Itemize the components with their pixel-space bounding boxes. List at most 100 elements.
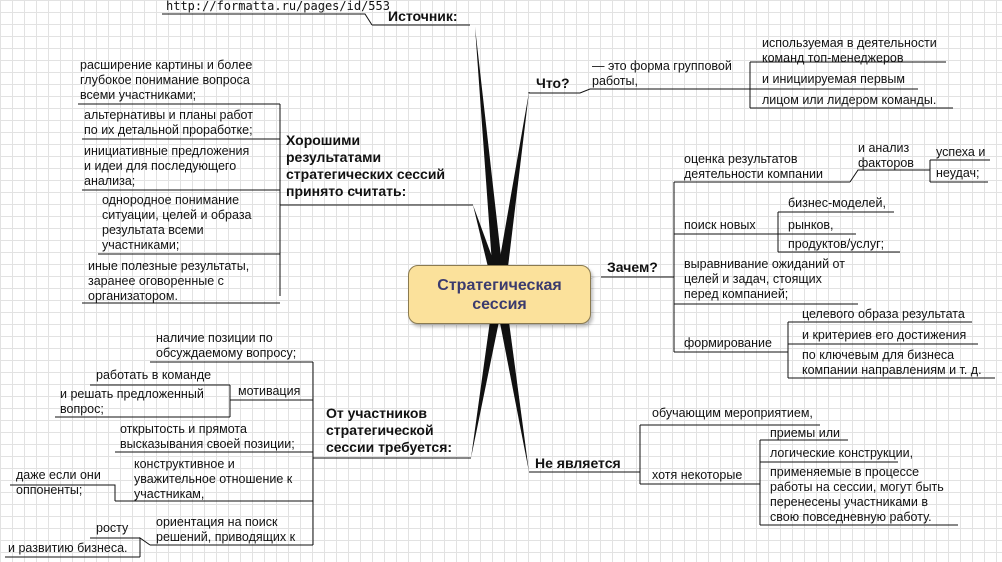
- text-line: и идеи для последующего: [84, 159, 237, 173]
- text-line: результатами: [286, 149, 382, 165]
- text-line: открытость и прямота: [120, 422, 247, 436]
- text-line: сессии требуется:: [326, 439, 453, 455]
- text-line: факторов: [858, 156, 914, 170]
- what-definition[interactable]: — это форма групповой работы,: [592, 59, 732, 89]
- connector-paths: [5, 13, 995, 558]
- not-some-techniques[interactable]: приемы или: [770, 426, 840, 440]
- text-line: по ключевым для бизнеса: [802, 348, 955, 362]
- why-search[interactable]: поиск новых: [684, 218, 756, 232]
- text-line: всеми участниками;: [80, 88, 197, 102]
- text-line: ориентация на поиск: [156, 515, 278, 529]
- text-line: оппоненты;: [16, 483, 83, 497]
- text-line: компании направлениям и т. д.: [802, 363, 982, 377]
- motivation-teamwork[interactable]: работать в команде: [96, 368, 212, 382]
- text-line: стратегической: [326, 422, 434, 438]
- participants-title[interactable]: От участников стратегической сессии треб…: [326, 405, 452, 456]
- text-line: альтернативы и планы работ: [84, 108, 253, 122]
- text-line: конструктивное и: [134, 457, 235, 471]
- main-branches: [471, 27, 599, 472]
- text-line: организатором.: [88, 289, 178, 303]
- results-title[interactable]: Хорошими результатами стратегических сес…: [286, 132, 445, 200]
- not-some-applied[interactable]: применяемые в процессе работы на сессии,…: [770, 465, 944, 525]
- text-line: перед компанией;: [684, 287, 789, 301]
- orientation-growth[interactable]: росту: [96, 521, 129, 535]
- text-line: участникам,: [134, 487, 205, 501]
- participants-orientation[interactable]: ориентация на поиск решений, приводящих …: [156, 515, 295, 545]
- text-line: по их детальной проработке;: [84, 123, 253, 137]
- text-line: и решать предложенный: [60, 387, 204, 401]
- why-forming[interactable]: формирование: [684, 336, 772, 350]
- why-search-business-models[interactable]: бизнес-моделей,: [788, 196, 886, 210]
- text-line: перенесены участниками в: [770, 495, 929, 509]
- why-forming-target-image[interactable]: целевого образа результата: [802, 307, 965, 321]
- central-topic[interactable]: Стратегическая сессия: [408, 265, 591, 324]
- text-line: работы на сессии, могут быть: [770, 480, 944, 494]
- text-line: ситуации, целей и образа: [102, 208, 252, 222]
- what-item-initiated[interactable]: и инициируемая первым: [762, 72, 905, 86]
- results-item-understanding[interactable]: расширение картины и более глубокое пони…: [80, 58, 252, 103]
- why-alignment[interactable]: выравнивание ожиданий от целей и задач, …: [684, 257, 845, 302]
- text-line: целей и задач, стоящих: [684, 272, 822, 286]
- text-line: глубокое понимание вопроса: [80, 73, 250, 87]
- what-item-leader[interactable]: лицом или лидером команды.: [762, 93, 937, 107]
- text-line: команд топ-менеджеров: [762, 51, 904, 65]
- not-training[interactable]: обучающим мероприятием,: [652, 406, 813, 420]
- central-topic-line: сессия: [472, 295, 527, 313]
- participants-respect[interactable]: конструктивное и уважительное отношение …: [134, 457, 292, 502]
- why-forming-directions[interactable]: по ключевым для бизнеса компании направл…: [802, 348, 982, 378]
- results-item-other[interactable]: иные полезные результаты, заранее оговор…: [88, 259, 249, 304]
- respect-opponents[interactable]: даже если они оппоненты;: [16, 468, 101, 498]
- source-title[interactable]: Источник:: [388, 8, 458, 24]
- why-evaluation[interactable]: оценка результатов деятельности компании: [684, 152, 823, 182]
- text-line: принято считать:: [286, 183, 407, 199]
- central-topic-line: Стратегическая: [437, 276, 562, 294]
- text-line: обсуждаемому вопросу;: [156, 346, 297, 360]
- text-line: От участников: [326, 405, 428, 421]
- text-line: выравнивание ожиданий от: [684, 257, 845, 271]
- not-some[interactable]: хотя некоторые: [652, 468, 743, 482]
- participants-openness[interactable]: открытость и прямота высказывания своей …: [120, 422, 295, 452]
- not-title[interactable]: Не является: [535, 455, 621, 471]
- text-line: деятельности компании: [684, 167, 823, 181]
- text-line: даже если они: [16, 468, 101, 482]
- why-title[interactable]: Зачем?: [607, 259, 658, 275]
- text-line: и анализ: [858, 141, 910, 155]
- why-search-markets[interactable]: рынков,: [788, 218, 834, 232]
- why-factor-failure[interactable]: неудач;: [936, 166, 980, 180]
- text-line: наличие позиции по: [156, 331, 273, 345]
- participants-position[interactable]: наличие позиции по обсуждаемому вопросу;: [156, 331, 296, 361]
- results-item-alternatives[interactable]: альтернативы и планы работ по их детальн…: [84, 108, 253, 138]
- text-line: свою повседневную работу.: [770, 510, 932, 524]
- why-analysis[interactable]: и анализ факторов: [858, 141, 914, 171]
- text-line: анализа;: [84, 174, 136, 188]
- orientation-business-development[interactable]: и развитию бизнеса.: [8, 541, 128, 555]
- text-line: работы,: [592, 74, 638, 88]
- text-line: высказывания своей позиции;: [120, 437, 295, 451]
- why-forming-criteria[interactable]: и критериев его достижения: [802, 328, 967, 342]
- source-url-link[interactable]: http://formatta.ru/pages/id/553: [166, 0, 390, 13]
- text-line: Хорошими: [286, 132, 361, 148]
- what-title[interactable]: Что?: [536, 75, 570, 91]
- text-line: заранее оговоренные с: [88, 274, 224, 288]
- text-line: однородное понимание: [102, 193, 240, 207]
- participants-motivation[interactable]: мотивация: [238, 384, 301, 398]
- text-line: инициативные предложения: [84, 144, 250, 158]
- not-some-constructions[interactable]: логические конструкции,: [770, 446, 914, 460]
- results-item-proposals[interactable]: инициативные предложения и идеи для посл…: [84, 144, 249, 189]
- text-line: применяемые в процессе: [770, 465, 920, 479]
- text-line: стратегических сессий: [286, 166, 446, 182]
- text-line: уважительное отношение к: [134, 472, 293, 486]
- text-line: — это форма групповой: [592, 59, 732, 73]
- text-line: оценка результатов: [684, 152, 798, 166]
- text-line: расширение картины и более: [80, 58, 253, 72]
- text-line: результата всеми: [102, 223, 204, 237]
- text-line: решений, приводящих к: [156, 530, 296, 544]
- motivation-solve-problem[interactable]: и решать предложенный вопрос;: [60, 387, 204, 417]
- results-item-common-understanding[interactable]: однородное понимание ситуации, целей и о…: [102, 193, 252, 253]
- why-factor-success[interactable]: успеха и: [936, 145, 986, 159]
- text-line: вопрос;: [60, 402, 104, 416]
- text-line: участниками;: [102, 238, 180, 252]
- what-item-top-managers[interactable]: используемая в деятельности команд топ-м…: [762, 36, 937, 66]
- why-search-products[interactable]: продуктов/услуг;: [788, 237, 885, 251]
